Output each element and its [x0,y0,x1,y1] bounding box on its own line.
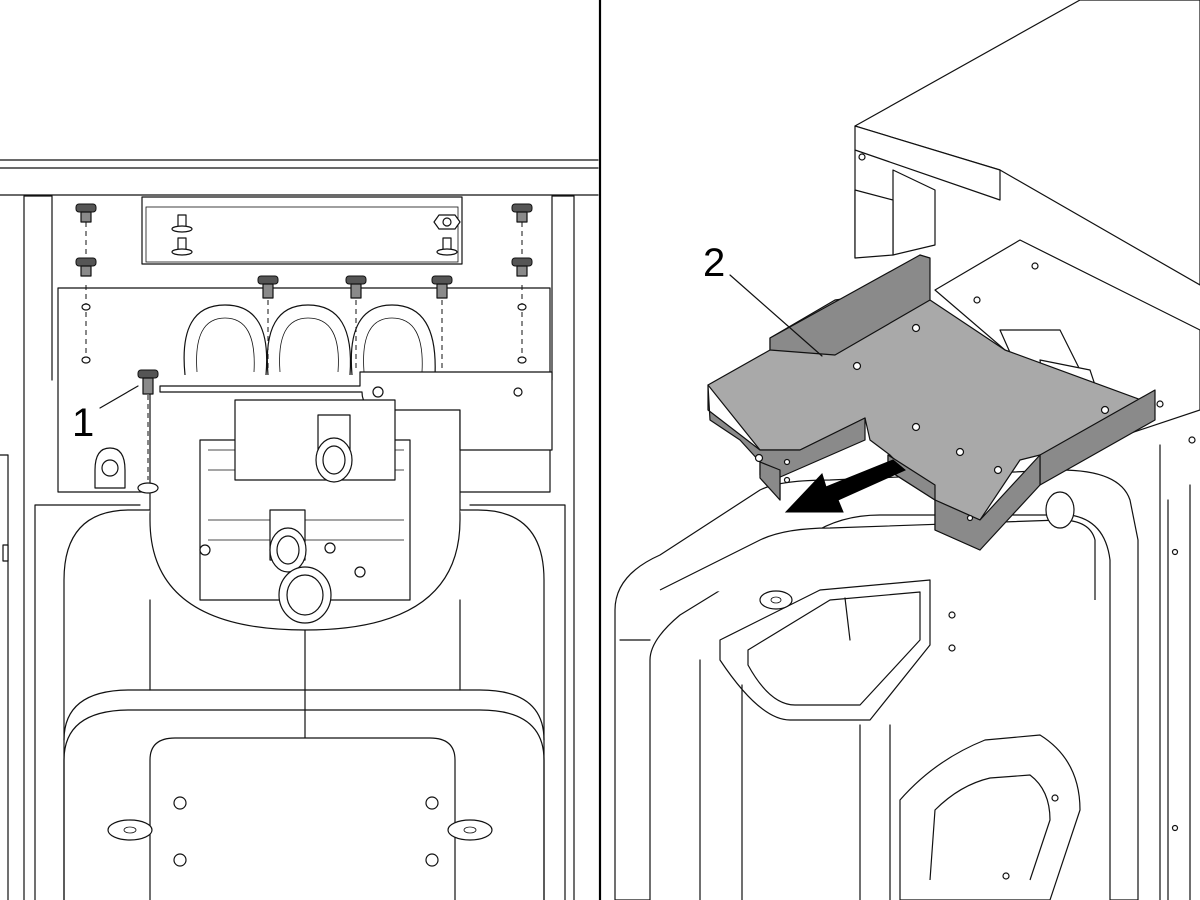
screw-icon [75,203,533,395]
pump-assembly [199,399,411,624]
bracket-part [707,254,1156,551]
callout-1-label: 1 [72,401,94,445]
hole-marks [81,303,527,364]
callout-2-label: 2 [703,241,725,285]
screw-set-top [85,222,523,480]
callout-1-leader [99,385,139,409]
left-panel: 1 [0,159,599,900]
right-panel: 2 [614,0,1200,900]
hose-loops [183,304,436,376]
arrow-icon [784,459,906,513]
callout-2-leader [729,274,823,357]
stud-group [171,214,461,256]
